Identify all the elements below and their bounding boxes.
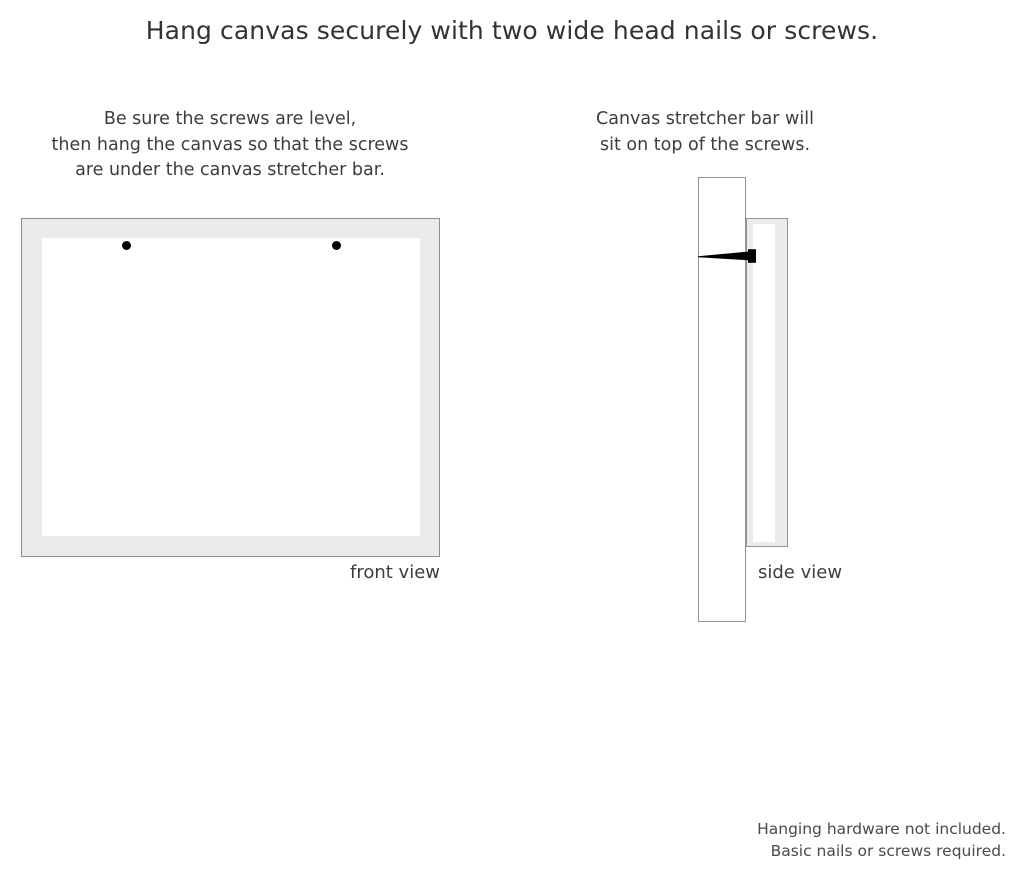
front-view-caption-line-3: are under the canvas stretcher bar. — [75, 160, 385, 180]
front-view-caption-line-2: then hang the canvas so that the screws — [51, 134, 409, 155]
screw-side-icon — [698, 249, 756, 263]
front-view-diagram — [21, 218, 440, 557]
side-view-caption-line-1: Canvas stretcher bar will — [596, 109, 814, 129]
canvas-face-side — [753, 224, 775, 542]
footer-line-2: Basic nails or screws required. — [770, 842, 1006, 860]
side-view-diagram — [660, 165, 880, 645]
screw-dot-left-icon — [122, 241, 131, 250]
front-view-caption-line-1: Be sure the screws are level, — [103, 109, 357, 129]
canvas-stretcher-bar — [746, 218, 788, 547]
front-view-caption: Be sure the screws are level, then hang … — [20, 107, 440, 184]
footer-note: Hanging hardware not included. Basic nai… — [757, 818, 1006, 862]
side-view-caption: Canvas stretcher bar will sit on top of … — [585, 107, 825, 158]
front-view-label: front view — [350, 562, 440, 583]
footer-line-1: Hanging hardware not included. — [757, 820, 1006, 838]
wall-rectangle — [698, 177, 746, 622]
side-view-label: side view — [758, 562, 843, 583]
page-title: Hang canvas securely with two wide head … — [145, 16, 879, 45]
side-view-caption-line-2: sit on top of the screws. — [599, 134, 811, 155]
screw-dot-right-icon — [332, 241, 341, 250]
canvas-face-front — [42, 238, 420, 536]
